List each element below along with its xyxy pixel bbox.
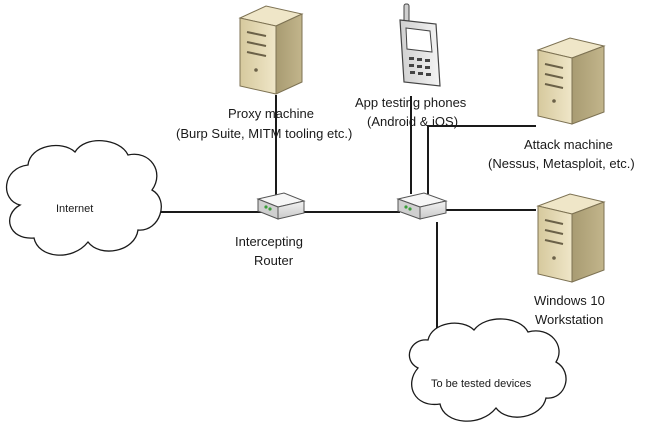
- phone-key: [425, 66, 430, 69]
- switch-icon: [396, 192, 448, 220]
- phone-key: [417, 65, 422, 68]
- switch-side: [419, 200, 447, 220]
- connection-lines: [150, 95, 536, 342]
- tested-devices-cloud: To be tested devices: [408, 318, 567, 422]
- proxy-machine-label-line1: Proxy machine: [228, 106, 314, 121]
- app-testing-phones-label-line1: App testing phones: [355, 95, 467, 110]
- router-led: [264, 205, 268, 209]
- windows-workstation-label-line1: Windows 10: [534, 293, 605, 308]
- server-slot: [544, 83, 564, 89]
- attack-machine-label-line2: (Nessus, Metasploit, etc.): [488, 156, 635, 171]
- server-side: [571, 201, 605, 283]
- windows-workstation-label-line2: Workstation: [535, 312, 603, 327]
- intercepting-router-label-line1: Intercepting: [235, 234, 303, 249]
- server-slot: [246, 31, 267, 37]
- server-side: [275, 13, 303, 95]
- windows-workstation-icon: [536, 193, 606, 283]
- server-front: [239, 17, 277, 95]
- server-front: [537, 205, 573, 283]
- server-slot: [544, 229, 564, 235]
- intercepting-router-icon: [256, 192, 306, 220]
- server-slot: [544, 219, 564, 225]
- server-slot: [544, 73, 564, 79]
- phone-key: [409, 64, 414, 67]
- server-power: [552, 256, 556, 260]
- phone-screen: [405, 27, 433, 53]
- phone-key: [410, 71, 415, 74]
- server-slot: [246, 51, 267, 57]
- cloud-shape: [5, 140, 162, 256]
- phone-keypad: [409, 57, 431, 76]
- switch-led: [404, 205, 408, 209]
- phone-key: [418, 72, 423, 75]
- switch-led: [408, 207, 412, 211]
- router-side: [277, 200, 305, 220]
- app-testing-phones-label-line2: (Android & iOS): [367, 114, 458, 129]
- cloud-shape: [408, 318, 567, 422]
- proxy-machine-server-icon: [238, 5, 304, 95]
- server-side: [571, 45, 605, 125]
- server-power: [552, 99, 556, 103]
- tested-devices-label: To be tested devices: [431, 378, 532, 390]
- server-slot: [544, 239, 564, 245]
- proxy-machine-label-line2: (Burp Suite, MITM tooling etc.): [176, 126, 352, 141]
- attack-machine-label-line1: Attack machine: [524, 137, 613, 152]
- server-slot: [544, 63, 564, 69]
- server-power: [254, 68, 258, 72]
- server-slot: [246, 41, 267, 47]
- wire-attack-switch: [427, 125, 536, 194]
- intercepting-router-label-line2: Router: [254, 253, 294, 268]
- phone-key: [426, 73, 431, 76]
- router-led: [268, 207, 272, 211]
- phone-key: [409, 57, 414, 60]
- attack-machine-server-icon: [536, 37, 606, 125]
- phone-key: [417, 58, 422, 61]
- phone-antenna: [403, 3, 410, 23]
- internet-cloud: Internet: [5, 140, 162, 256]
- internet-label: Internet: [56, 203, 93, 215]
- phone-key: [425, 59, 430, 62]
- app-testing-phone-icon: [399, 3, 441, 87]
